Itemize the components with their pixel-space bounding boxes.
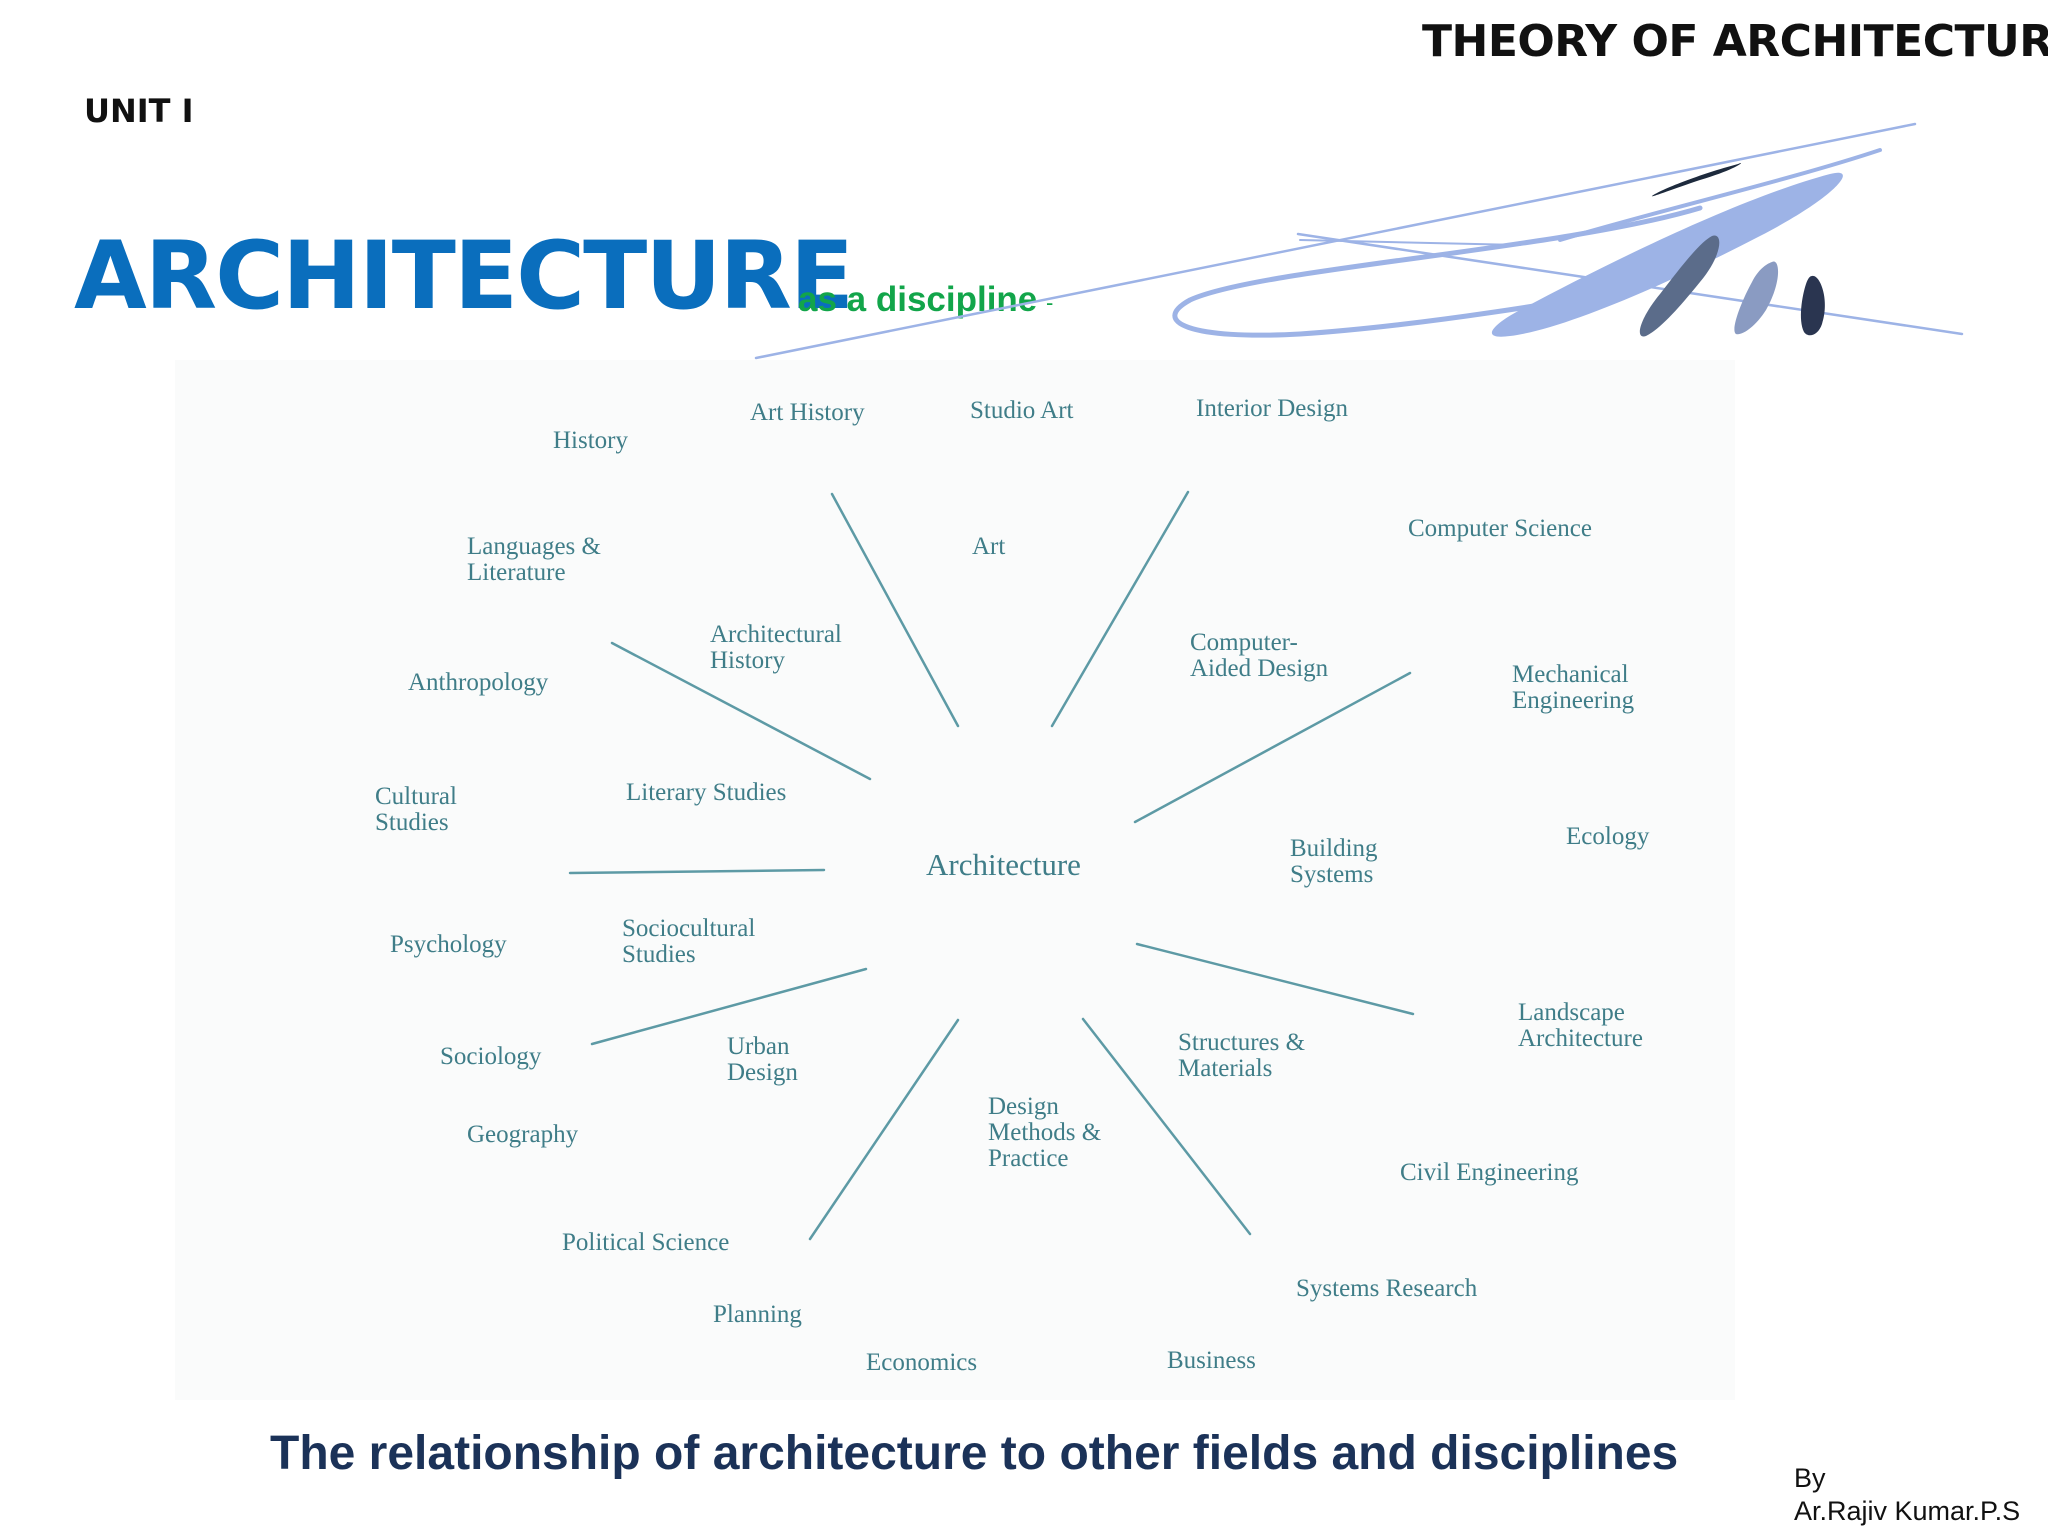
field-label-studio-art: Studio Art [970, 397, 1074, 424]
diagram-caption: The relationship of architecture to othe… [270, 1427, 1679, 1480]
field-label-political-science: Political Science [562, 1229, 730, 1256]
field-label-building-systems: Building Systems [1290, 835, 1378, 888]
page-subtitle: as a discipline [798, 280, 1038, 319]
subtitle-mark: - [1046, 290, 1054, 315]
author-credit: By Ar.Rajiv Kumar.P.S [1794, 1462, 2020, 1528]
diagram-center-node: Architecture [926, 847, 1081, 882]
field-label-cultural-studies: Cultural Studies [375, 783, 457, 836]
swoosh-blade-mid [1639, 235, 1720, 337]
swoosh-dark-stroke [1651, 162, 1742, 197]
field-label-systems-research: Systems Research [1296, 1275, 1478, 1302]
field-label-sociocultural-studies: Sociocultural Studies [622, 915, 756, 968]
spoke-line [1133, 671, 1412, 824]
field-label-civil-engineering: Civil Engineering [1400, 1159, 1579, 1186]
decorative-swoosh-graphic [754, 122, 1964, 360]
swoosh-line [1299, 239, 1521, 246]
field-label-literary-studies: Literary Studies [626, 779, 787, 806]
field-label-ecology: Ecology [1566, 823, 1650, 850]
spoke-line [830, 492, 960, 728]
spoke-line [808, 1018, 960, 1241]
swoosh-loop [1172, 205, 1703, 338]
field-label-art: Art [972, 533, 1006, 560]
field-label-languages-literature: Languages & Literature [467, 533, 601, 586]
author-name: Ar.Rajiv Kumar.P.S [1794, 1496, 2021, 1526]
field-label-interior-design: Interior Design [1196, 395, 1349, 422]
field-label-business: Business [1167, 1347, 1256, 1374]
spoke-line [610, 641, 872, 781]
field-label-geography: Geography [467, 1121, 579, 1148]
swoosh-blade-dark [1800, 275, 1825, 336]
spoke-line [1081, 1017, 1252, 1236]
field-label-economics: Economics [866, 1349, 978, 1376]
field-label-urban-design: Urban Design [727, 1033, 798, 1086]
field-label-structures-materials: Structures & Materials [1178, 1029, 1306, 1082]
field-label-landscape-architecture: Landscape Architecture [1518, 999, 1643, 1052]
author-by-label: By [1794, 1463, 1826, 1493]
field-label-history: History [553, 427, 628, 454]
swoosh-line [1558, 148, 1882, 242]
swoosh-blade-large [1491, 172, 1843, 337]
field-label-architectural-history: Architectural History [710, 621, 842, 674]
field-label-computer-aided-design: Computer- Aided Design [1190, 629, 1329, 682]
field-label-art-history: Art History [750, 399, 865, 426]
swoosh-blade-small [1734, 261, 1779, 335]
course-title: THEORY OF ARCHITECTURE [1422, 16, 2048, 67]
page-title: ARCHITECTURE [74, 222, 854, 331]
field-label-anthropology: Anthropology [408, 669, 549, 696]
spoke-line [590, 967, 868, 1046]
field-label-planning: Planning [713, 1301, 802, 1328]
spoke-line [1050, 490, 1190, 728]
field-label-psychology: Psychology [390, 931, 507, 958]
diagram-panel [175, 360, 1735, 1400]
field-label-sociology: Sociology [440, 1043, 542, 1070]
spoke-line [1135, 942, 1415, 1016]
field-label-computer-science: Computer Science [1408, 515, 1592, 542]
field-label-design-methods-practice: Design Methods & Practice [988, 1093, 1102, 1172]
field-label-mechanical-engineering: Mechanical Engineering [1512, 661, 1635, 714]
spoke-line [568, 868, 826, 875]
unit-label: UNIT I [84, 92, 194, 130]
